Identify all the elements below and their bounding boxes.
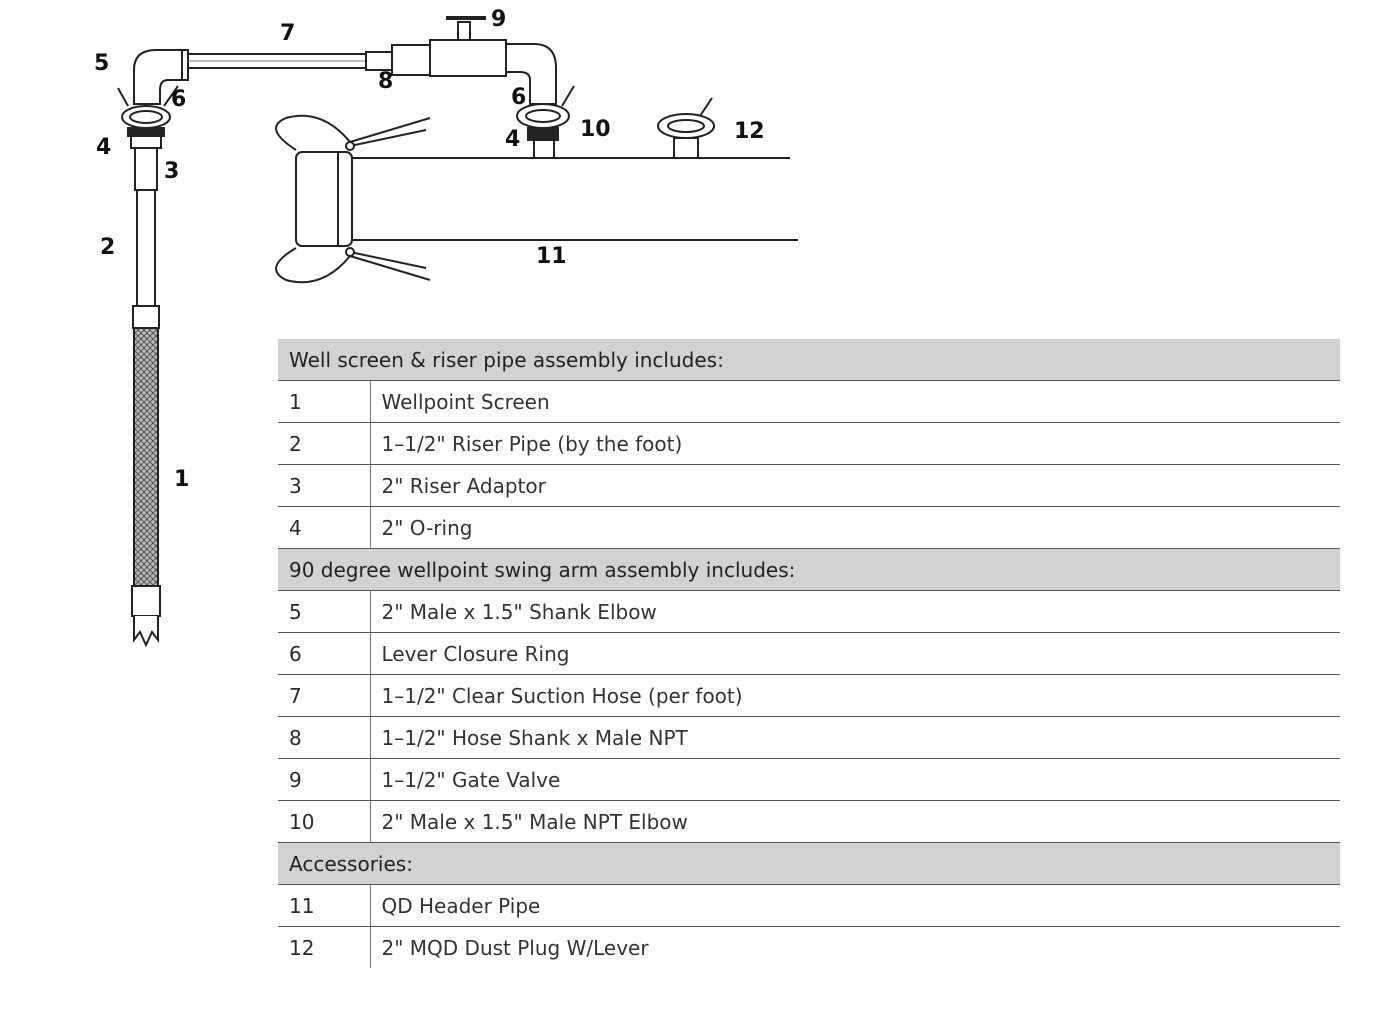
item-description: 1–1/2" Hose Shank x Male NPT xyxy=(370,716,1340,759)
callout-10: 10 xyxy=(580,117,611,142)
callout-9: 9 xyxy=(491,7,506,32)
callout-6-left: 6 xyxy=(171,87,186,112)
clear-suction-hose xyxy=(187,53,367,69)
callout-1: 1 xyxy=(174,467,189,492)
item-number: 10 xyxy=(278,800,371,843)
item-description: 2" Riser Adaptor xyxy=(370,464,1340,507)
item-description: 2" MQD Dust Plug W/Lever xyxy=(381,935,649,960)
callout-2: 2 xyxy=(100,235,115,260)
item-description: 2" Male x 1.5" Male NPT Elbow xyxy=(370,800,1340,843)
callout-4-left: 4 xyxy=(96,135,111,160)
table-row: 2 1–1/2" Riser Pipe (by the foot) xyxy=(278,422,1340,465)
table-row: 3 2" Riser Adaptor xyxy=(278,464,1340,507)
callout-4-right: 4 xyxy=(505,127,520,152)
table-row: 8 1–1/2" Hose Shank x Male NPT xyxy=(278,716,1340,759)
section-title: 90 degree wellpoint swing arm assembly i… xyxy=(278,548,1340,591)
wellpoint-screen xyxy=(131,305,161,648)
item-description: 1–1/2" Clear Suction Hose (per foot) xyxy=(370,674,1340,717)
callout-8: 8 xyxy=(378,69,393,94)
item-number: 6 xyxy=(278,632,371,675)
lever-closure-ring-left xyxy=(117,85,179,129)
table-row: 11 QD Header Pipe xyxy=(278,884,1340,927)
item-number: 3 xyxy=(278,464,371,507)
item-number: 5 xyxy=(278,590,371,633)
callout-7: 7 xyxy=(280,21,295,46)
item-description: Wellpoint Screen xyxy=(370,380,1340,423)
dust-plug xyxy=(657,97,715,159)
item-number: 9 xyxy=(278,758,371,801)
hose-shank xyxy=(365,44,431,76)
riser-adaptor xyxy=(127,127,165,191)
item-number: 7 xyxy=(278,674,371,717)
gate-valve xyxy=(429,16,507,77)
table-row: 7 1–1/2" Clear Suction Hose (per foot) xyxy=(278,674,1340,717)
section-header-row: Accessories: xyxy=(278,842,1340,885)
item-number: 12 xyxy=(278,926,371,968)
parts-table: Well screen & riser pipe assembly includ… xyxy=(278,339,1340,968)
item-number: 1 xyxy=(278,380,371,423)
callout-5: 5 xyxy=(94,51,109,76)
table-row: 9 1–1/2" Gate Valve xyxy=(278,758,1340,801)
item-description: 1–1/2" Riser Pipe (by the foot) xyxy=(370,422,1340,465)
riser-pipe xyxy=(136,189,156,307)
section-title: Well screen & riser pipe assembly includ… xyxy=(278,339,1340,381)
item-number: 11 xyxy=(278,884,371,927)
table-row: 10 2" Male x 1.5" Male NPT Elbow xyxy=(278,800,1340,843)
callout-3: 3 xyxy=(164,159,179,184)
section-title: Accessories: xyxy=(278,842,1340,885)
item-number: 4 xyxy=(278,506,371,549)
callout-12: 12 xyxy=(734,119,765,144)
item-description: Lever Closure Ring xyxy=(370,632,1340,675)
table-row: 1 Wellpoint Screen xyxy=(278,380,1340,423)
item-description: QD Header Pipe xyxy=(370,884,1340,927)
section-header-row: 90 degree wellpoint swing arm assembly i… xyxy=(278,548,1340,591)
item-number: 2 xyxy=(278,422,371,465)
table-row: 6 Lever Closure Ring xyxy=(278,632,1340,675)
item-number: 8 xyxy=(278,716,371,759)
table-row: 5 2" Male x 1.5" Shank Elbow xyxy=(278,590,1340,633)
shank-elbow-left xyxy=(133,49,189,105)
table-row: 12 2" MQD Dust Plug W/Lever xyxy=(278,926,1340,968)
header-pipe xyxy=(275,114,798,284)
item-description: 2" Male x 1.5" Shank Elbow xyxy=(370,590,1340,633)
table-row: 4 2" O-ring xyxy=(278,506,1340,549)
item-description: 2" O-ring xyxy=(370,506,1340,549)
callout-6-right: 6 xyxy=(511,85,526,110)
callout-11: 11 xyxy=(536,244,567,269)
npt-elbow-right xyxy=(505,43,557,105)
lever-closure-ring-right xyxy=(516,85,575,159)
section-header-row: Well screen & riser pipe assembly includ… xyxy=(278,339,1340,381)
item-description: 1–1/2" Gate Valve xyxy=(370,758,1340,801)
